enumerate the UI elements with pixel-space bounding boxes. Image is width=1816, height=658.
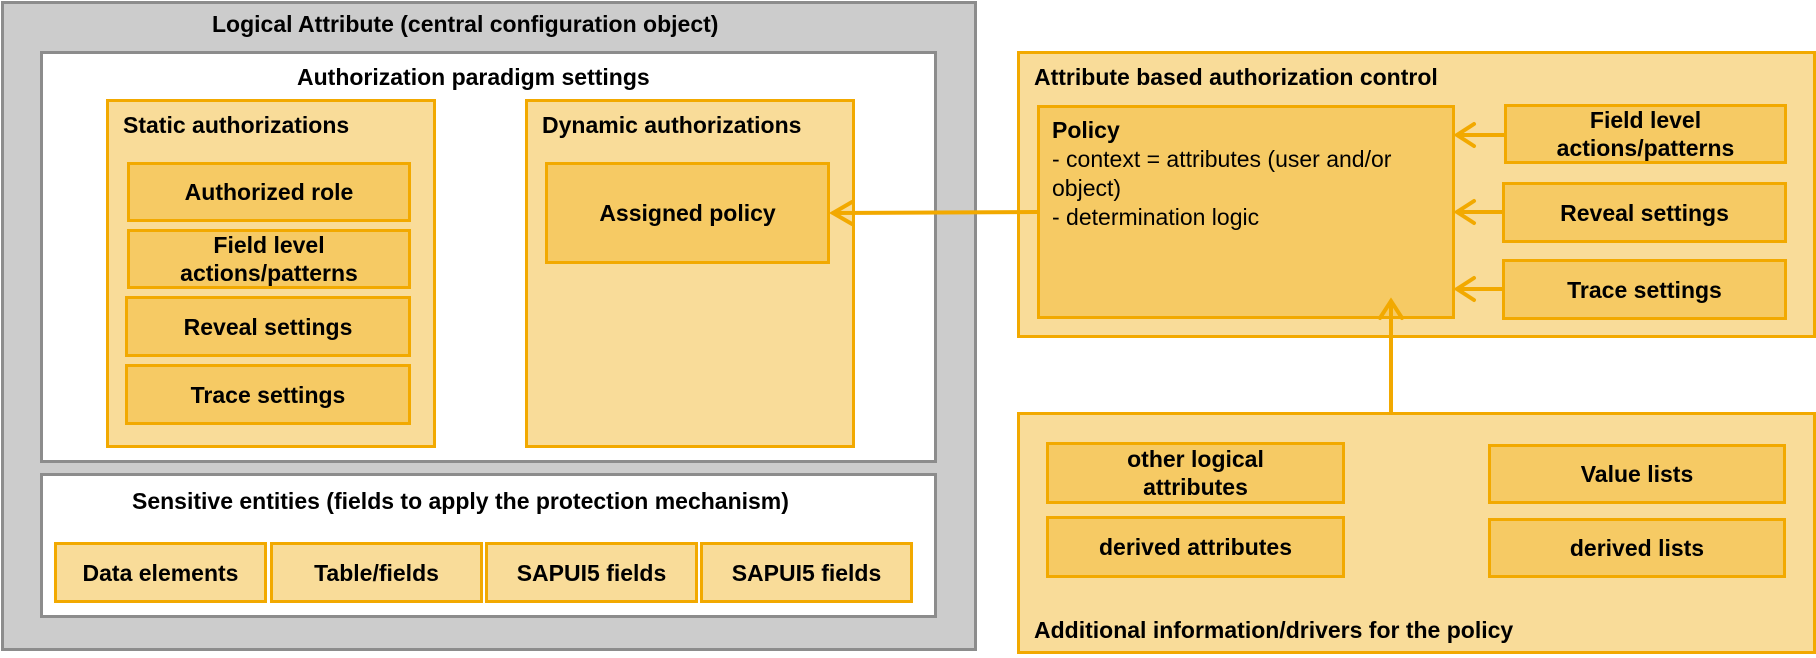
drivers-title: Additional information/drivers for the p… — [1034, 617, 1514, 643]
static-reveal-settings-label: Reveal settings — [183, 313, 353, 340]
sensitive-entities-title: Sensitive entities (fields to apply the … — [132, 488, 789, 514]
static-authorizations-title: Static authorizations — [123, 112, 350, 138]
derived-lists-box: derived lists — [1488, 518, 1786, 578]
other-logical-attributes-box: other logical attributes — [1046, 442, 1345, 504]
policy-title: Policy — [1052, 117, 1120, 143]
sapui5-fields-label-1: SAPUI5 fields — [516, 559, 667, 586]
sapui5-fields-label-2: SAPUI5 fields — [731, 559, 882, 586]
abac-title: Attribute based authorization control — [1034, 64, 1438, 90]
static-reveal-settings-box: Reveal settings — [125, 296, 411, 357]
abac-trace-settings-label: Trace settings — [1567, 276, 1722, 303]
derived-attributes-box: derived attributes — [1046, 516, 1345, 578]
assigned-policy-box: Assigned policy — [545, 162, 830, 264]
table-fields-label: Table/fields — [314, 559, 439, 586]
logical-attribute-title: Logical Attribute (central configuration… — [212, 11, 719, 37]
authorization-paradigm-title: Authorization paradigm settings — [297, 64, 650, 90]
table-fields-box: Table/fields — [270, 542, 483, 603]
assigned-policy-label: Assigned policy — [599, 200, 776, 226]
abac-field-level-box: Field level actions/patterns — [1504, 104, 1787, 164]
static-trace-settings-box: Trace settings — [125, 364, 411, 425]
sapui5-fields-box-2: SAPUI5 fields — [700, 542, 913, 603]
value-lists-label: Value lists — [1580, 461, 1694, 487]
derived-lists-label: derived lists — [1569, 535, 1705, 561]
sapui5-fields-box-1: SAPUI5 fields — [485, 542, 698, 603]
static-field-level-label: Field level actions/patterns — [180, 232, 358, 286]
dynamic-authorizations-title: Dynamic authorizations — [542, 112, 802, 138]
abac-reveal-settings-label: Reveal settings — [1560, 199, 1729, 226]
abac-trace-settings-box: Trace settings — [1502, 259, 1787, 320]
value-lists-box: Value lists — [1488, 444, 1786, 504]
dynamic-authorizations-box: Dynamic authorizations — [525, 99, 855, 448]
other-logical-attributes-label: other logical attributes — [1127, 446, 1264, 500]
static-trace-settings-label: Trace settings — [190, 381, 346, 408]
authorized-role-box: Authorized role — [127, 162, 411, 222]
policy-box: Policy - context = attributes (user and/… — [1037, 105, 1455, 319]
static-field-level-box: Field level actions/patterns — [127, 229, 411, 289]
policy-logic-line: - determination logic — [1052, 204, 1260, 230]
policy-context-line: - context = attributes (user and/or obje… — [1052, 146, 1392, 201]
abac-reveal-settings-box: Reveal settings — [1502, 182, 1787, 243]
authorized-role-label: Authorized role — [184, 179, 354, 205]
abac-field-level-label: Field level actions/patterns — [1556, 107, 1735, 161]
data-elements-box: Data elements — [54, 542, 267, 603]
derived-attributes-label: derived attributes — [1099, 534, 1292, 560]
data-elements-label: Data elements — [82, 559, 239, 586]
